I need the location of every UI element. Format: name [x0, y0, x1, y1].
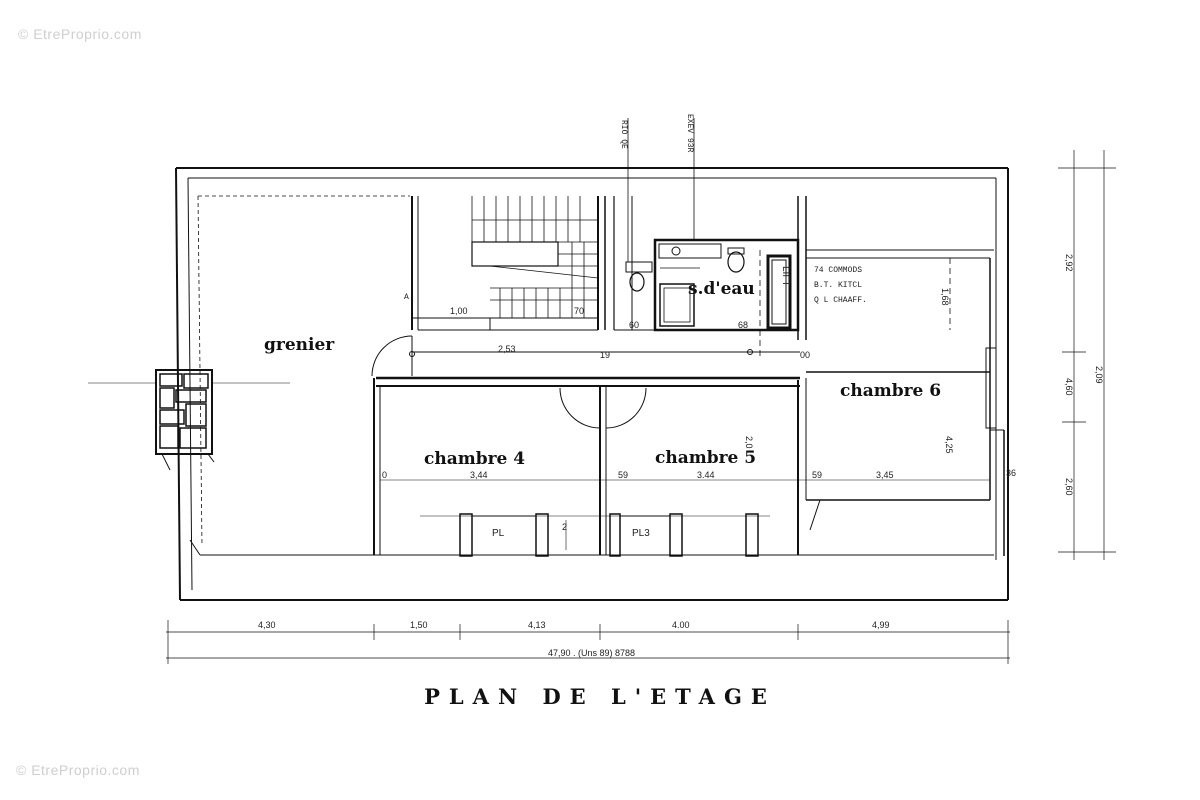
dim-ch6-left: 59 — [812, 470, 822, 480]
dim-ch5-left: 59 — [618, 470, 628, 480]
dim-sdb-1: 60 — [629, 320, 639, 330]
dim-bottom-1: 4,30 — [258, 620, 276, 630]
dim-corridor-4: 19 — [600, 350, 610, 360]
note-placard-2: B.T. KITCL — [814, 281, 862, 290]
dim-ch5-vert: 2,0 — [744, 436, 754, 449]
dim-total: 47,90 . (Uns 89) 8788 — [548, 648, 635, 658]
room-label-grenier: grenier — [264, 335, 335, 355]
note-duct-2: EXEV 93R — [685, 114, 694, 153]
closet-label-pl3: PL3 — [632, 528, 650, 539]
dim-sdb-2: 68 — [738, 320, 748, 330]
room-label-sdeau: s.d'eau — [688, 279, 755, 299]
staircase — [411, 196, 606, 331]
plan-title: PLAN DE L'ETAGE — [424, 684, 776, 709]
watermark-top: © EtreProprio.com — [18, 26, 142, 42]
lift — [759, 196, 994, 360]
dim-bottom-4: 4.00 — [672, 620, 690, 630]
dim-ch4-width: 3,44 — [470, 470, 488, 480]
interior-walls — [373, 258, 1005, 556]
room-label-chambre-6: chambre 6 — [840, 381, 941, 401]
note-placard-1: 74 COMMODS — [814, 266, 862, 275]
note-stair-mark: A — [404, 293, 409, 302]
dim-corridor-1: 1,00 — [450, 306, 468, 316]
dim-ch6-top: 1,68 — [940, 288, 950, 306]
closet-label-pl: PL — [492, 528, 505, 539]
dimension-chains — [166, 150, 1116, 664]
dim-bottom-5: 4,99 — [872, 620, 890, 630]
note-placard-3: Q L CHAAFF. — [814, 296, 867, 305]
dim-pl-gap: 2 — [562, 522, 567, 532]
dim-right-total: 2,09 — [1094, 366, 1104, 384]
dim-right-2: 4,60 — [1064, 378, 1074, 396]
closets — [459, 513, 759, 557]
room-label-chambre-4: chambre 4 — [424, 449, 525, 469]
dim-right-3: 2,60 — [1064, 478, 1074, 496]
note-duct-1: RIO QE — [619, 120, 628, 149]
dim-ch6-width: 3,45 — [876, 470, 894, 480]
dim-ch5-width: 3.44 — [697, 470, 715, 480]
dim-bottom-2: 1,50 — [410, 620, 428, 630]
room-label-chambre-5: chambre 5 — [655, 448, 756, 468]
dim-ch4-left: 0 — [382, 470, 387, 480]
dim-bottom-3: 4,13 — [528, 620, 546, 630]
dim-corridor-5: 00 — [800, 350, 810, 360]
dim-right-1: 2,92 — [1064, 254, 1074, 272]
doors — [371, 335, 753, 429]
dim-ch6-right: 36 — [1006, 468, 1016, 478]
note-lift: LIFT — [780, 266, 791, 287]
dim-ch6-height: 4,25 — [944, 436, 954, 454]
watermark-bottom: © EtreProprio.com — [16, 762, 140, 778]
dim-corridor-3: 2,53 — [498, 344, 516, 354]
chimney — [88, 369, 290, 471]
dim-corridor-2: 70 — [574, 306, 584, 316]
